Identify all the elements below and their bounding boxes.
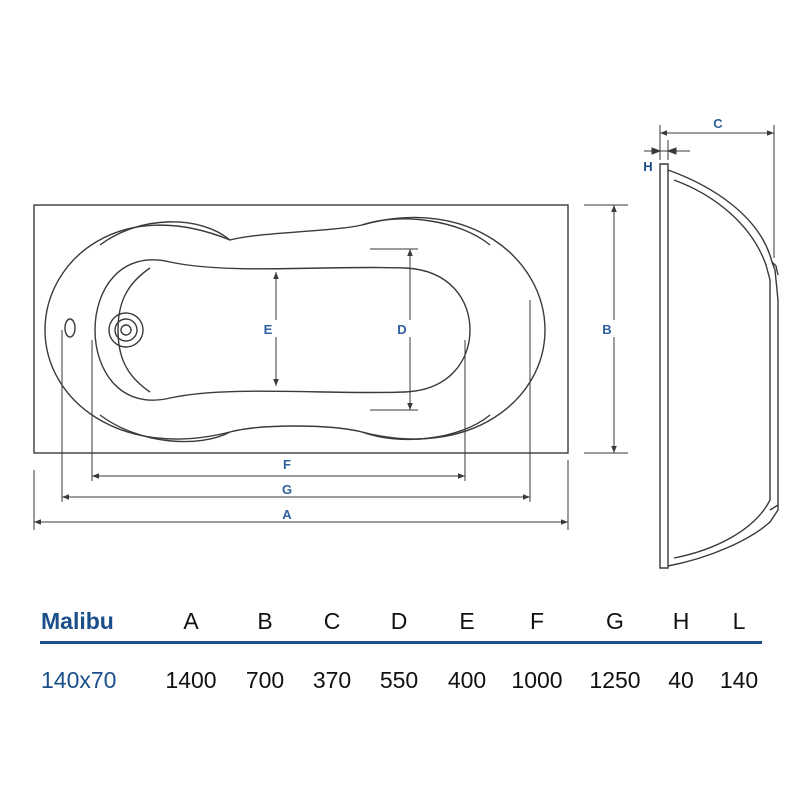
value-b: 700 xyxy=(245,667,285,693)
tub-inner-basin xyxy=(94,259,471,401)
dim-arrow-h-right xyxy=(666,147,677,155)
top-view xyxy=(33,204,569,454)
value-g: 1250 xyxy=(589,667,641,693)
side-foot-top xyxy=(771,261,779,276)
label-bg-d xyxy=(402,320,418,337)
label-b: B xyxy=(602,322,611,337)
header-e: E xyxy=(459,608,475,634)
tub-rim-outline xyxy=(33,204,569,454)
overflow-outlet xyxy=(64,318,76,338)
header-a: A xyxy=(183,608,199,634)
header-b: B xyxy=(257,608,273,634)
top-view-dimensions xyxy=(33,204,628,530)
header-l: L xyxy=(732,608,746,634)
value-c: 370 xyxy=(312,667,352,693)
label-f: F xyxy=(283,457,291,472)
label-c: C xyxy=(713,116,723,131)
table-rule xyxy=(40,641,762,644)
label-a: A xyxy=(282,507,292,522)
tub-inner-contour xyxy=(117,267,151,393)
drain-center xyxy=(120,324,132,336)
dimension-labels: A G F B E D C H xyxy=(264,116,724,522)
side-view-dimensions xyxy=(644,125,775,258)
tub-lobe-crease-right-top xyxy=(361,218,491,246)
bathtub-drawing: A G F B E D C H xyxy=(33,116,779,569)
side-rim xyxy=(659,163,669,569)
dim-arrow-h-left xyxy=(651,147,662,155)
tub-lobe-crease-left-top xyxy=(99,221,231,246)
label-g: G xyxy=(282,482,292,497)
spec-table: Malibu 140x70 A B C D E F G H L 1400 700… xyxy=(0,600,800,800)
value-e: 400 xyxy=(447,667,487,693)
value-d: 550 xyxy=(379,667,419,693)
side-shell-inner xyxy=(673,179,771,559)
header-g: G xyxy=(606,608,624,634)
value-l: 140 xyxy=(719,667,759,693)
model-size: 140x70 xyxy=(41,667,117,693)
label-h: H xyxy=(643,159,652,174)
value-h: 40 xyxy=(668,667,694,693)
side-foot-bottom xyxy=(769,504,779,511)
tub-lobe-crease-left-bottom xyxy=(99,414,231,443)
value-f: 1000 xyxy=(511,667,563,693)
label-e: E xyxy=(264,322,273,337)
header-h: H xyxy=(672,608,690,634)
drain-outer-ring xyxy=(108,312,144,348)
header-f: F xyxy=(529,608,545,634)
header-d: D xyxy=(390,608,408,634)
label-bg-b xyxy=(606,320,622,337)
label-bg-e xyxy=(268,320,284,337)
tub-lobe-crease-right-bottom xyxy=(361,414,491,441)
drain-inner-ring xyxy=(114,318,138,342)
value-a: 1400 xyxy=(165,667,217,693)
header-c: C xyxy=(323,608,341,634)
model-name: Malibu xyxy=(41,608,114,634)
side-view xyxy=(659,163,779,569)
side-shell-outer xyxy=(667,169,779,567)
label-d: D xyxy=(397,322,406,337)
